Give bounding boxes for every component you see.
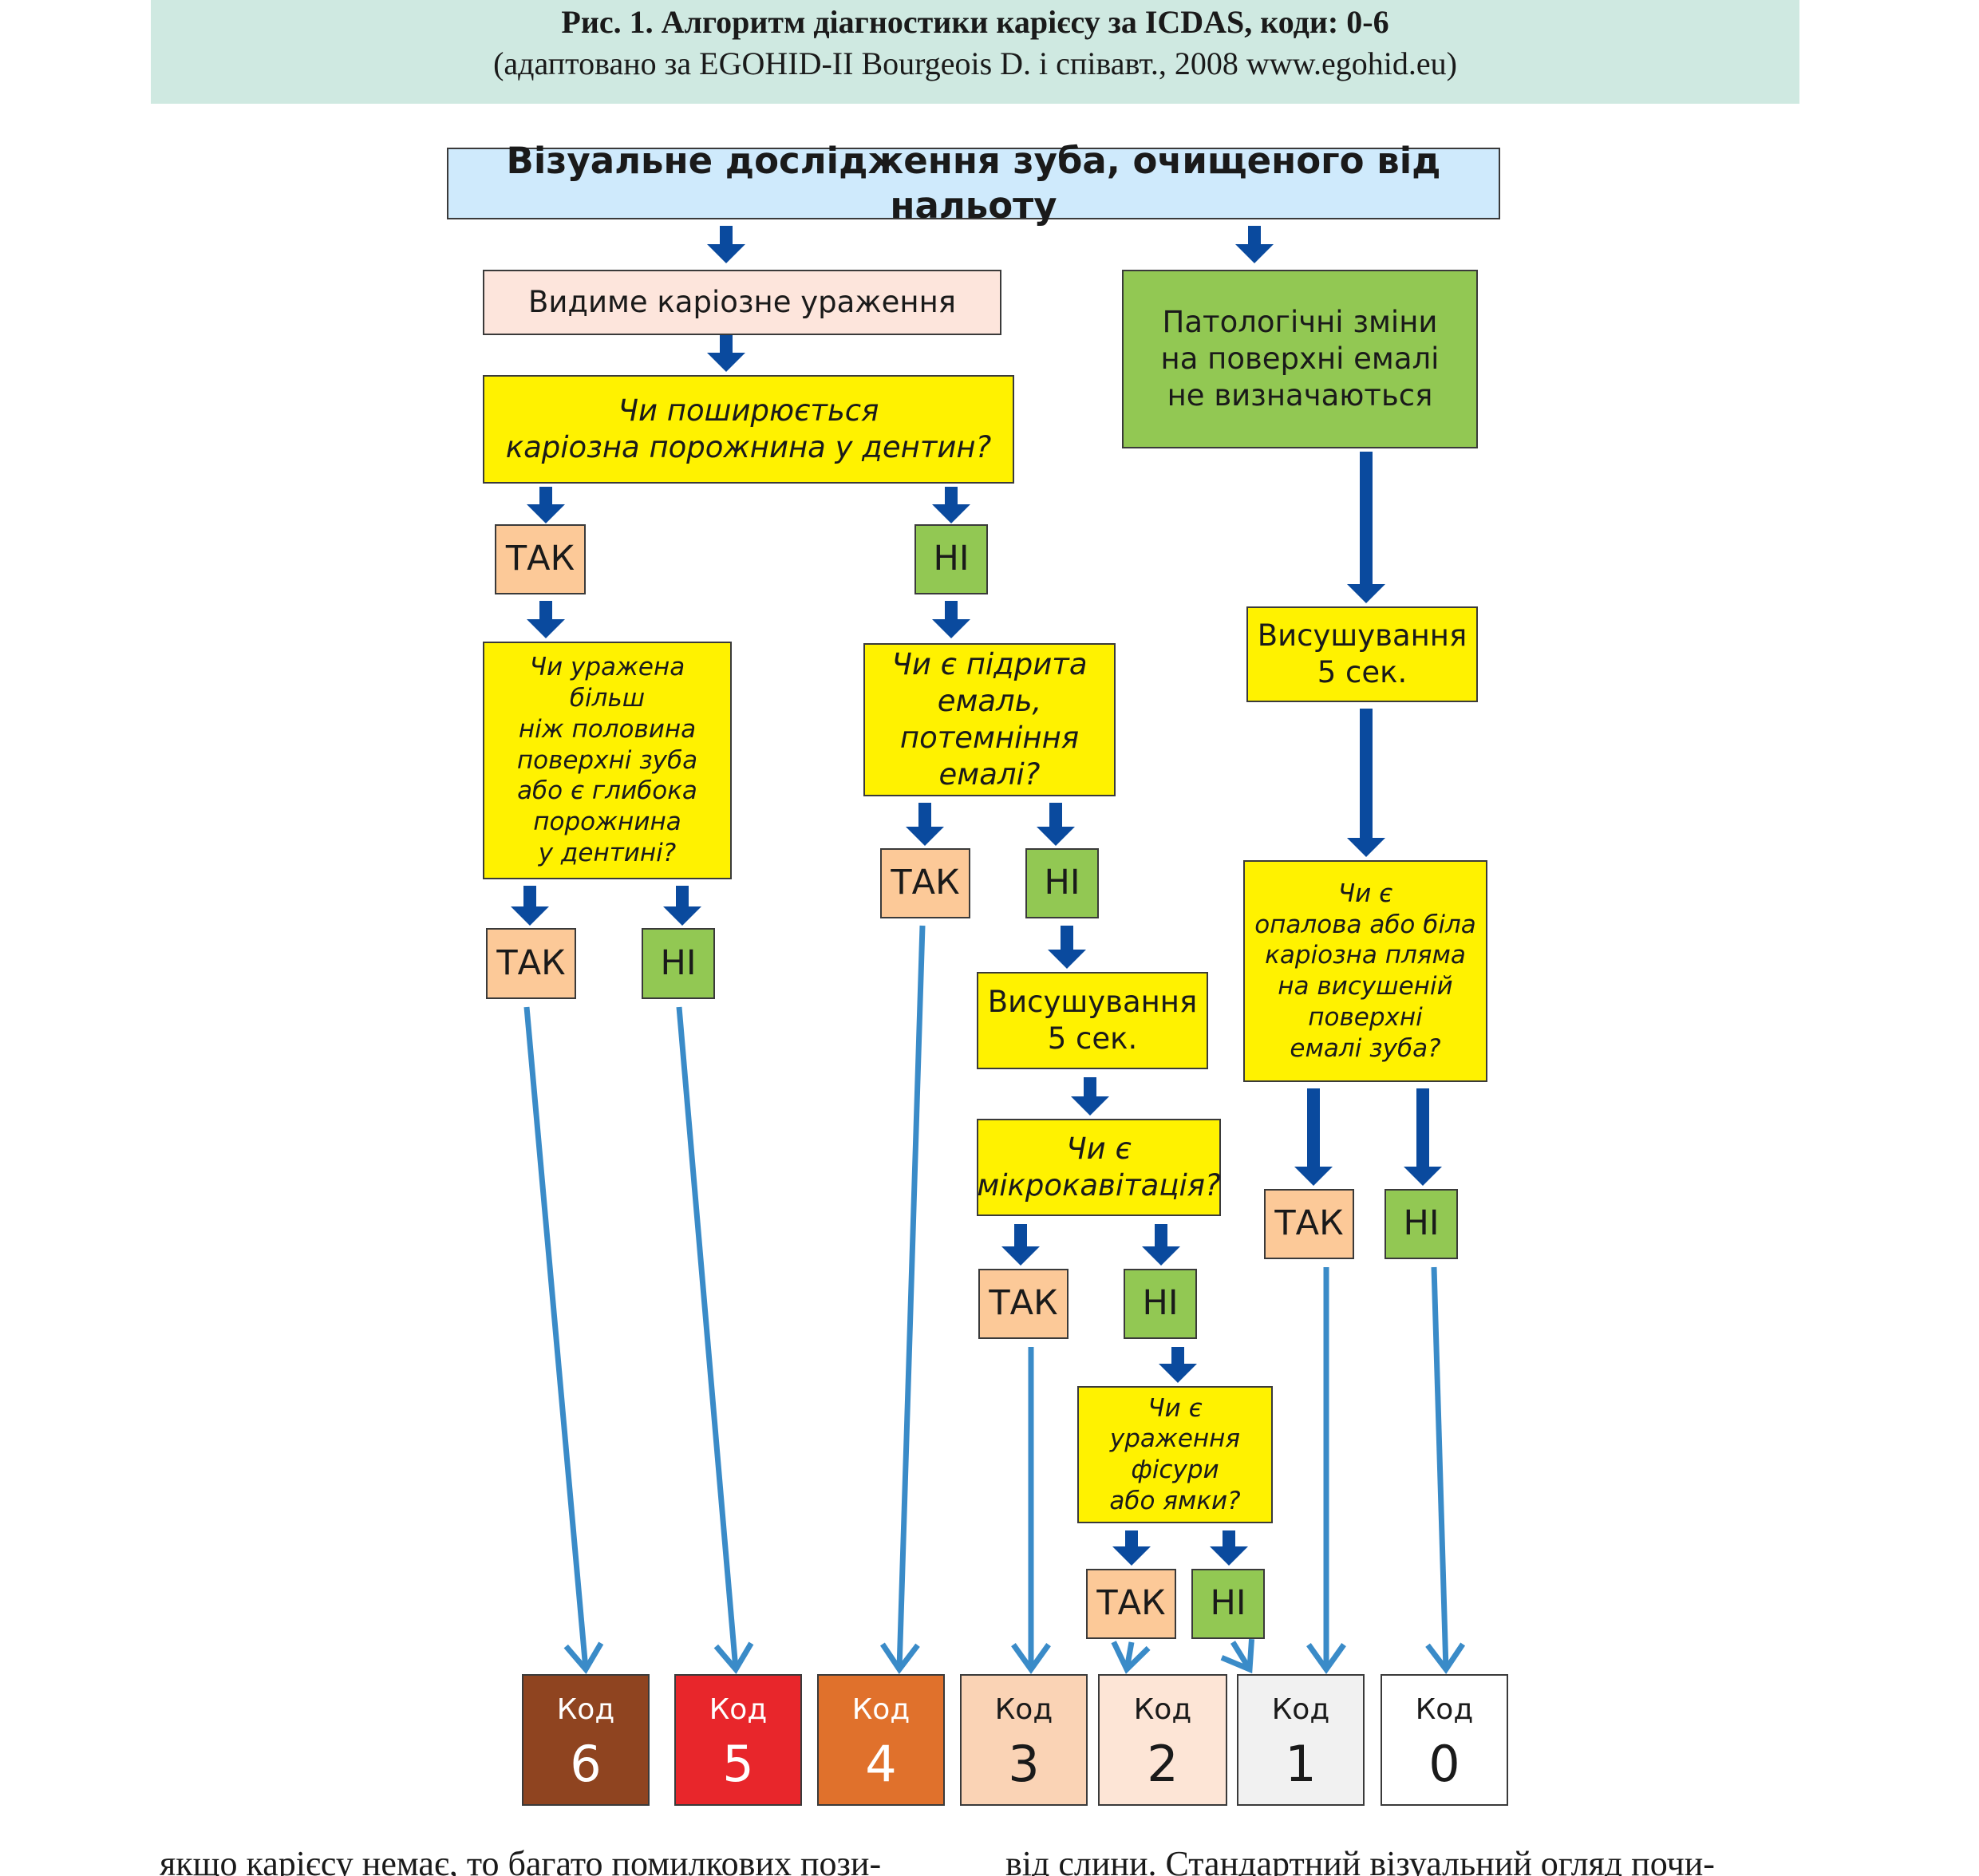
- yes-opal-spot: ТАК: [1264, 1189, 1354, 1259]
- arrow-drying-opal: [1347, 709, 1385, 857]
- arrow-no-drying: [1048, 926, 1086, 969]
- arrow-to-code-5: [676, 1006, 754, 1675]
- dark-arrows-group: [511, 226, 1442, 1566]
- arrow-micro-no: [1142, 1224, 1180, 1266]
- code-box-5: Код 1: [1237, 1674, 1365, 1806]
- code-box-6: Код 0: [1381, 1674, 1508, 1806]
- yes-enamel: ТАК: [880, 848, 970, 918]
- question-enamel: Чи є підрита емаль, потемніння емалі?: [863, 643, 1116, 796]
- arrow-micro-yes: [1001, 1224, 1040, 1266]
- code-label: Код: [1271, 1693, 1330, 1726]
- code-value: 5: [722, 1735, 754, 1793]
- code-value: 4: [865, 1735, 897, 1793]
- arrow-dentin-no: [932, 487, 970, 523]
- drying-right-text: Висушування 5 сек.: [1257, 618, 1467, 689]
- code-label: Код: [556, 1693, 615, 1726]
- light-arrows-group: [523, 925, 1466, 1675]
- code-value: 3: [1008, 1735, 1040, 1793]
- figure-subtitle: (адаптовано за EGOHID-II Bourgeois D. і …: [493, 45, 1457, 81]
- arrow-nochange-drying: [1347, 452, 1385, 603]
- visible-lesion-node: Видиме каріозне ураження: [483, 270, 1001, 335]
- arrow-enamel-no: [1037, 803, 1075, 846]
- yes-microcavitation: ТАК: [978, 1269, 1069, 1339]
- code-label: Код: [851, 1693, 910, 1726]
- arrow-start-left: [707, 226, 745, 263]
- arrow-opal-yes: [1294, 1088, 1333, 1186]
- code-label: Код: [1133, 1693, 1192, 1726]
- start-node: Візуальне дослідження зуба, очищеного ві…: [447, 140, 1500, 227]
- question-fissure: Чи є ураження фісури або ямки?: [1077, 1386, 1273, 1523]
- arrow-drying-micro: [1071, 1077, 1109, 1116]
- figure-title: Рис. 1. Алгоритм діагностики карієсу за …: [561, 4, 1389, 40]
- arrow-opal-no: [1404, 1088, 1442, 1186]
- no-dentin: НІ: [914, 524, 988, 594]
- arrow-fissure-no-to-code-1: [1220, 1638, 1255, 1674]
- arrow-half-yes: [511, 886, 549, 926]
- yes-fissure: ТАК: [1086, 1569, 1176, 1639]
- article-text-left: якщо карієсу немає, то багато помилкових…: [160, 1850, 882, 1876]
- code-label: Код: [709, 1693, 768, 1726]
- no-fissure: НІ: [1191, 1569, 1265, 1639]
- article-text-fragment: якщо карієсу немає, то багато помилкових…: [160, 1850, 1835, 1876]
- arrow-start-right: [1235, 226, 1274, 263]
- arrow-to-code-6: [523, 1006, 604, 1674]
- arrow-enamel-yes: [906, 803, 944, 846]
- question-microcavitation: Чи є мікрокавітація?: [977, 1119, 1221, 1216]
- code-value: 2: [1147, 1735, 1179, 1793]
- no-opal-spot: НІ: [1385, 1189, 1458, 1259]
- drying-middle-text: Висушування 5 сек.: [987, 984, 1198, 1056]
- code-value: 0: [1428, 1735, 1460, 1793]
- no-microcavitation: НІ: [1124, 1269, 1197, 1339]
- figure-caption: Рис. 1. Алгоритм діагностики карієсу за …: [151, 0, 1799, 104]
- arrow-no-fissure: [1159, 1347, 1197, 1383]
- code-box-4: Код 2: [1098, 1674, 1227, 1806]
- code-value: 1: [1285, 1735, 1317, 1793]
- arrow-to-code-2: [1111, 1641, 1151, 1674]
- no-changes-node: Патологічні зміни на поверхні емалі не в…: [1122, 270, 1478, 448]
- code-box-2: Код 4: [817, 1674, 945, 1806]
- no-half-surface: НІ: [642, 928, 715, 999]
- arrow-to-code-0: [1425, 1266, 1466, 1675]
- arrow-to-code-3: [1011, 1347, 1051, 1675]
- question-opal-spot: Чи є опалова або біла каріозна пляма на …: [1243, 860, 1487, 1082]
- arrow-dentin-yes: [527, 487, 565, 523]
- arrow-no-enamel: [932, 601, 970, 638]
- code-label: Код: [1415, 1693, 1474, 1726]
- code-box-1: Код 5: [674, 1674, 802, 1806]
- code-label: Код: [994, 1693, 1053, 1726]
- arrow-lesion-question: [707, 335, 745, 372]
- code-box-0: Код 6: [522, 1674, 650, 1806]
- yes-dentin: ТАК: [495, 524, 586, 594]
- yes-half-surface: ТАК: [486, 928, 576, 999]
- arrow-fissure-yes: [1112, 1530, 1151, 1566]
- arrow-fissure-no: [1210, 1530, 1248, 1566]
- code-box-3: Код 3: [960, 1674, 1088, 1806]
- article-text-right: від слини. Стандартний візуальний огляд …: [1005, 1850, 1715, 1876]
- question-half-surface: Чи уражена більш ніж половина поверхні з…: [483, 642, 732, 879]
- arrow-yes-half: [527, 601, 565, 638]
- question-dentin: Чи поширюється каріозна порожнина у дент…: [483, 375, 1014, 484]
- arrow-to-code-4: [879, 925, 926, 1675]
- no-enamel: НІ: [1025, 848, 1099, 918]
- arrow-half-no: [663, 886, 701, 926]
- code-value: 6: [570, 1735, 602, 1793]
- drying-right-node: Висушування 5 сек.: [1246, 606, 1478, 702]
- drying-middle-node: Висушування 5 сек.: [977, 972, 1208, 1069]
- arrow-opal-yes-to-code-1: [1306, 1267, 1346, 1675]
